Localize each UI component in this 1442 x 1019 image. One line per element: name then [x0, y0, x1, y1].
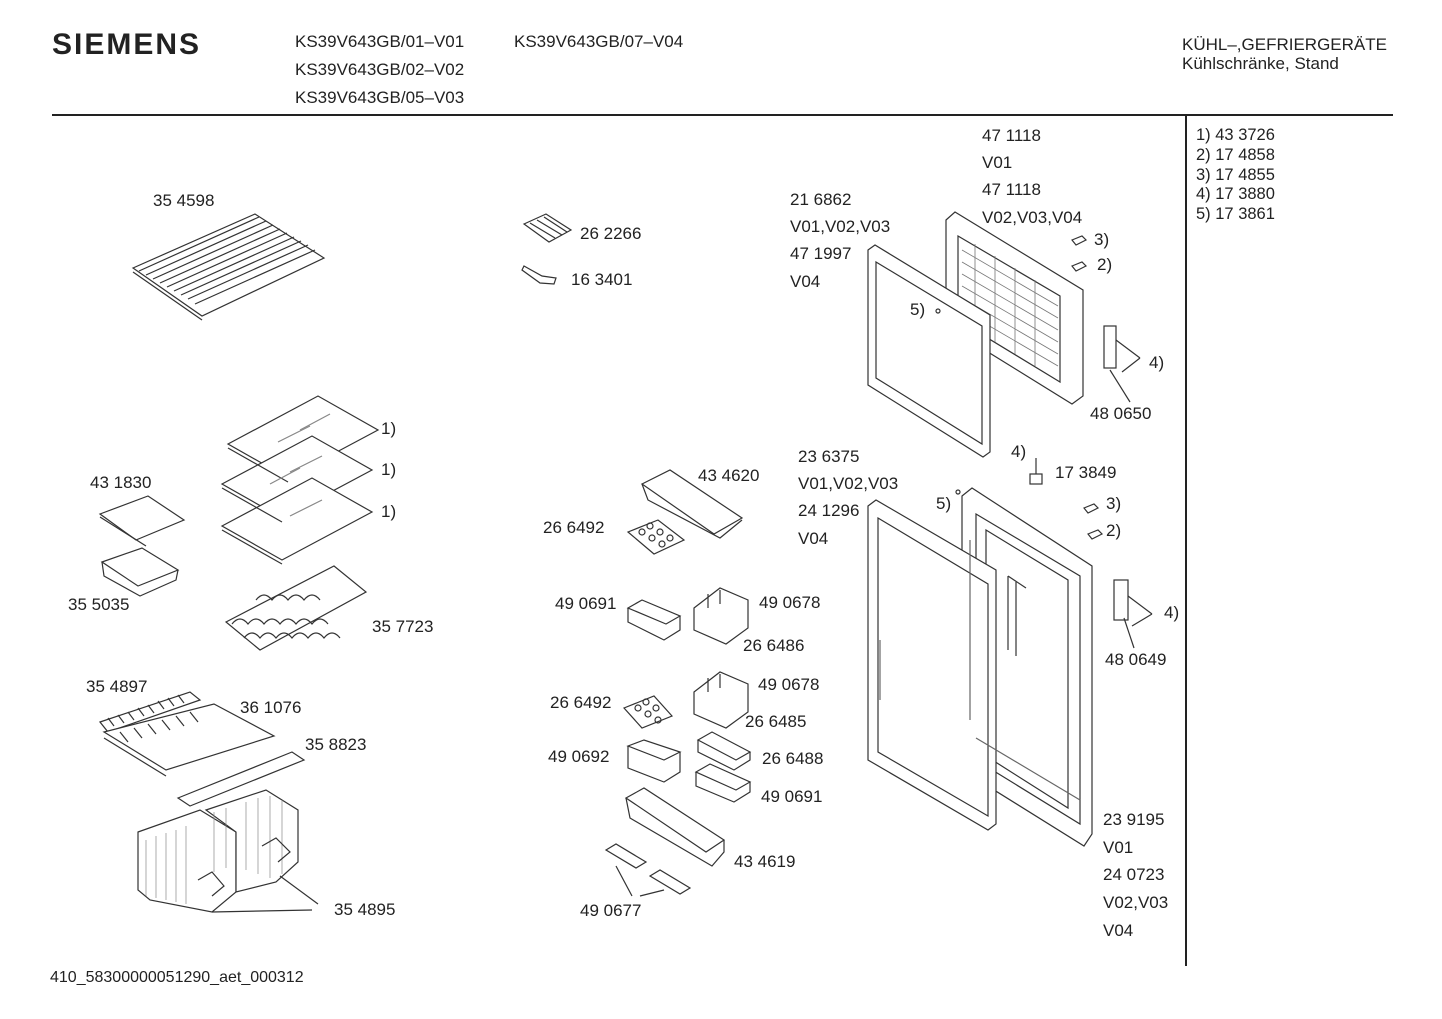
part-label: 17 3849	[1055, 463, 1117, 482]
crisper-shelf-part	[102, 703, 276, 777]
part-label: 49 0678	[759, 593, 821, 612]
shelf-clip-part	[604, 843, 692, 897]
part-label: 47 1118	[982, 180, 1041, 199]
ice-scoop-part	[521, 265, 557, 285]
door-shelf-part	[624, 787, 726, 867]
part-label: 43 4619	[734, 852, 796, 871]
variant-label: V04	[1103, 921, 1134, 940]
part-label: 26 6492	[543, 518, 605, 537]
legend-item: 2) 17 4858	[1196, 145, 1275, 164]
part-label: 49 0692	[548, 747, 610, 766]
part-label: 43 1830	[90, 473, 152, 492]
model-number: KS39V643GB/07–V04	[514, 32, 684, 51]
document-id: 410_58300000051290_aet_000312	[50, 969, 304, 986]
reference-label: 1)	[381, 502, 397, 521]
model-number: KS39V643GB/01–V01	[295, 32, 465, 51]
reference-label: 3)	[1094, 230, 1110, 249]
variant-label: V04	[790, 272, 821, 291]
freezer-hinge-part	[1103, 325, 1141, 403]
small-cap-icon	[1071, 235, 1088, 272]
reference-label: 2)	[1106, 521, 1122, 540]
fridge-hinge-part	[1113, 579, 1153, 649]
part-label: 35 4598	[153, 191, 215, 210]
hinge-pin-part	[1029, 458, 1043, 485]
reference-label: 2)	[1097, 255, 1113, 274]
part-label: 43 4620	[698, 466, 760, 485]
part-label: 24 1296	[798, 501, 860, 520]
wire-shelf-part	[131, 213, 326, 321]
variant-label: V01	[982, 153, 1013, 172]
vent-strip-part	[98, 691, 202, 733]
part-label: 47 1118	[982, 126, 1041, 145]
legend-item: 4) 17 3880	[1196, 185, 1275, 204]
egg-tray-part	[626, 519, 686, 555]
legend-item: 5) 17 3861	[1196, 205, 1275, 224]
category-subtitle: Kühlschränke, Stand	[1182, 54, 1339, 73]
part-label: 26 6488	[762, 749, 824, 768]
reference-label: 4)	[1149, 353, 1165, 372]
reference-legend: 1) 43 3726 2) 17 4858 3) 17 4855 4) 17 3…	[1196, 126, 1275, 225]
part-label: 26 6485	[745, 712, 807, 731]
part-label: 21 6862	[790, 190, 852, 209]
crisper-bin-part	[137, 789, 299, 913]
fridge-door-part	[867, 487, 1093, 847]
reference-label: 4)	[1011, 442, 1027, 461]
part-label: 49 0677	[580, 901, 642, 920]
reference-label: 4)	[1164, 603, 1180, 622]
reference-label: 3)	[1106, 494, 1122, 513]
part-label: 49 0691	[761, 787, 823, 806]
legend-divider	[1185, 116, 1187, 966]
crisper-glass-part	[176, 751, 306, 807]
part-label: 35 4897	[86, 677, 148, 696]
ice-tray-part	[522, 213, 573, 243]
glass-shelf-part	[220, 395, 380, 565]
legend-item: 1) 43 3726	[1196, 126, 1275, 144]
part-label: 26 6486	[743, 636, 805, 655]
part-label: 49 0678	[758, 675, 820, 694]
model-number: KS39V643GB/02–V02	[295, 60, 465, 79]
small-cap-icon	[935, 308, 1104, 540]
reference-label: 5)	[910, 300, 926, 319]
part-label: 23 9195	[1103, 810, 1165, 829]
egg-shelf-part	[640, 469, 744, 539]
chill-cover-part	[98, 495, 186, 547]
variant-label: V01,V02,V03	[790, 217, 891, 236]
part-label: 47 1997	[790, 244, 852, 263]
category-title: KÜHL–,GEFRIERGERÄTE	[1182, 35, 1387, 54]
part-label: 24 0723	[1103, 865, 1165, 884]
door-box-part	[626, 587, 749, 729]
door-box-part	[626, 731, 752, 803]
part-label: 26 6492	[550, 693, 612, 712]
part-label: 36 1076	[240, 698, 302, 717]
variant-label: V01	[1103, 838, 1134, 857]
variant-label: V02,V03,V04	[982, 208, 1083, 227]
part-label: 23 6375	[798, 447, 860, 466]
part-label: 35 5035	[68, 595, 130, 614]
part-label: 16 3401	[571, 270, 633, 289]
variant-label: V01,V02,V03	[798, 474, 899, 493]
reference-label: 1)	[381, 419, 397, 438]
part-label: 49 0691	[555, 594, 617, 613]
freezer-door-part	[867, 211, 1084, 458]
part-label: 48 0649	[1105, 650, 1167, 669]
part-label: 35 7723	[372, 617, 434, 636]
legend-item: 3) 17 4855	[1196, 165, 1275, 184]
chill-tray-part	[100, 547, 180, 597]
reference-label: 1)	[381, 460, 397, 479]
brand-logo: SIEMENS	[52, 28, 202, 61]
part-label: 48 0650	[1090, 404, 1152, 423]
bottle-rack-part	[224, 565, 368, 651]
egg-tray-part	[622, 695, 674, 729]
variant-label: V02,V03	[1103, 893, 1169, 912]
part-label: 35 8823	[305, 735, 367, 754]
variant-label: V04	[798, 529, 829, 548]
header-divider	[52, 114, 1393, 116]
part-label: 26 2266	[580, 224, 642, 243]
reference-label: 5)	[936, 494, 952, 513]
part-label: 35 4895	[334, 900, 396, 919]
model-number: KS39V643GB/05–V03	[295, 88, 465, 107]
